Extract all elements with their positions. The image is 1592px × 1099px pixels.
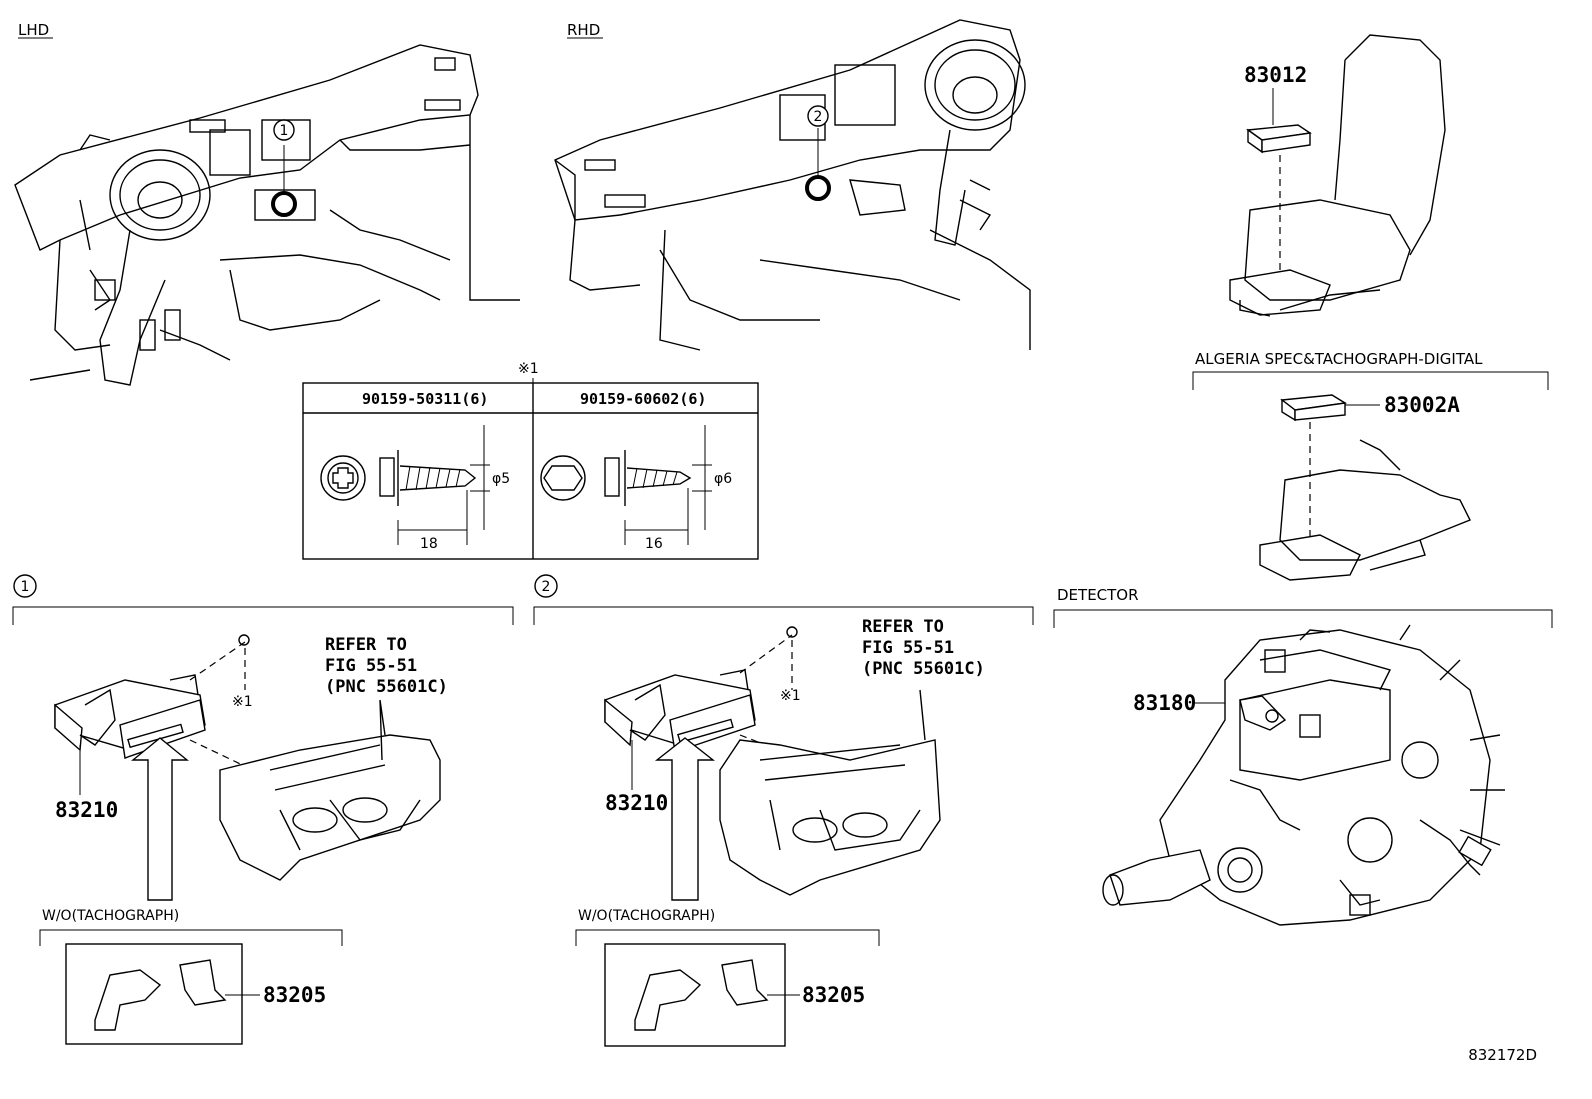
- algeria-spec-section: ALGERIA SPEC&TACHOGRAPH-DIGITAL 83002A: [1192, 350, 1549, 581]
- part-83180-label: 83180: [1133, 691, 1196, 715]
- detector-section: DETECTOR 83180: [1053, 586, 1553, 926]
- fastener-dia-1: φ5: [492, 471, 510, 487]
- part-83012-label: 83012: [1244, 63, 1307, 87]
- fastener-part-2: 90159-60602(6): [580, 390, 706, 408]
- fastener-dia-2: φ6: [714, 471, 732, 487]
- section-1-detail: 1 83210 ※1 REFER TO FIG 55-51 (PNC 55601…: [12, 574, 514, 1045]
- fastener-part-1: 90159-50311(6): [362, 390, 488, 408]
- part-83210-label-1: 83210: [55, 798, 118, 822]
- callout-2-rhd: [807, 105, 829, 127]
- part-83205-label-2: 83205: [802, 983, 865, 1007]
- fastener-table-mark: ※1: [518, 361, 539, 377]
- lhd-dashboard-illustration: LHD 1: [14, 21, 520, 386]
- callout-1-lhd-text: 1: [280, 123, 289, 139]
- detector-label: DETECTOR: [1057, 586, 1139, 604]
- section-2-detail: 2 83210 ※1 REFER TO FIG 55-51 (PNC 55601…: [533, 574, 1034, 1047]
- refer-line1-1: REFER TO: [325, 635, 407, 655]
- fastener-length-2: 16: [645, 536, 663, 552]
- rhd-label: RHD: [567, 21, 600, 39]
- part-83205-label-1: 83205: [263, 983, 326, 1007]
- refer-line1-2: REFER TO: [862, 617, 944, 637]
- refer-line3-2: (PNC 55601C): [862, 659, 985, 679]
- note-mark-2: ※1: [780, 688, 801, 704]
- note-mark-1: ※1: [232, 694, 253, 710]
- fastener-table: ※1 90159-50311(6) 90159-60602(6) 18 φ5: [302, 361, 759, 560]
- wo-tacho-label-1: W/O(TACHOGRAPH): [42, 908, 179, 924]
- part-83002A-label: 83002A: [1384, 393, 1460, 417]
- refer-line2-2: FIG 55-51: [862, 638, 954, 658]
- refer-line2-1: FIG 55-51: [325, 656, 417, 676]
- algeria-spec-label: ALGERIA SPEC&TACHOGRAPH-DIGITAL: [1195, 350, 1483, 368]
- wo-tacho-label-2: W/O(TACHOGRAPH): [578, 908, 715, 924]
- seat-illustration-top: 83012: [1229, 34, 1446, 317]
- refer-line3-1: (PNC 55601C): [325, 677, 448, 697]
- rhd-dashboard-illustration: RHD 2: [554, 19, 1031, 351]
- fastener-length-1: 18: [420, 536, 438, 552]
- lhd-label: LHD: [18, 21, 49, 39]
- callout-1-lhd: [273, 119, 295, 141]
- part-83210-label-2: 83210: [605, 791, 668, 815]
- callout-2-rhd-text: 2: [814, 109, 823, 125]
- diagram-code: 832172D: [1468, 1046, 1537, 1064]
- section-2-number: 2: [542, 579, 551, 595]
- section-1-number: 1: [21, 579, 30, 595]
